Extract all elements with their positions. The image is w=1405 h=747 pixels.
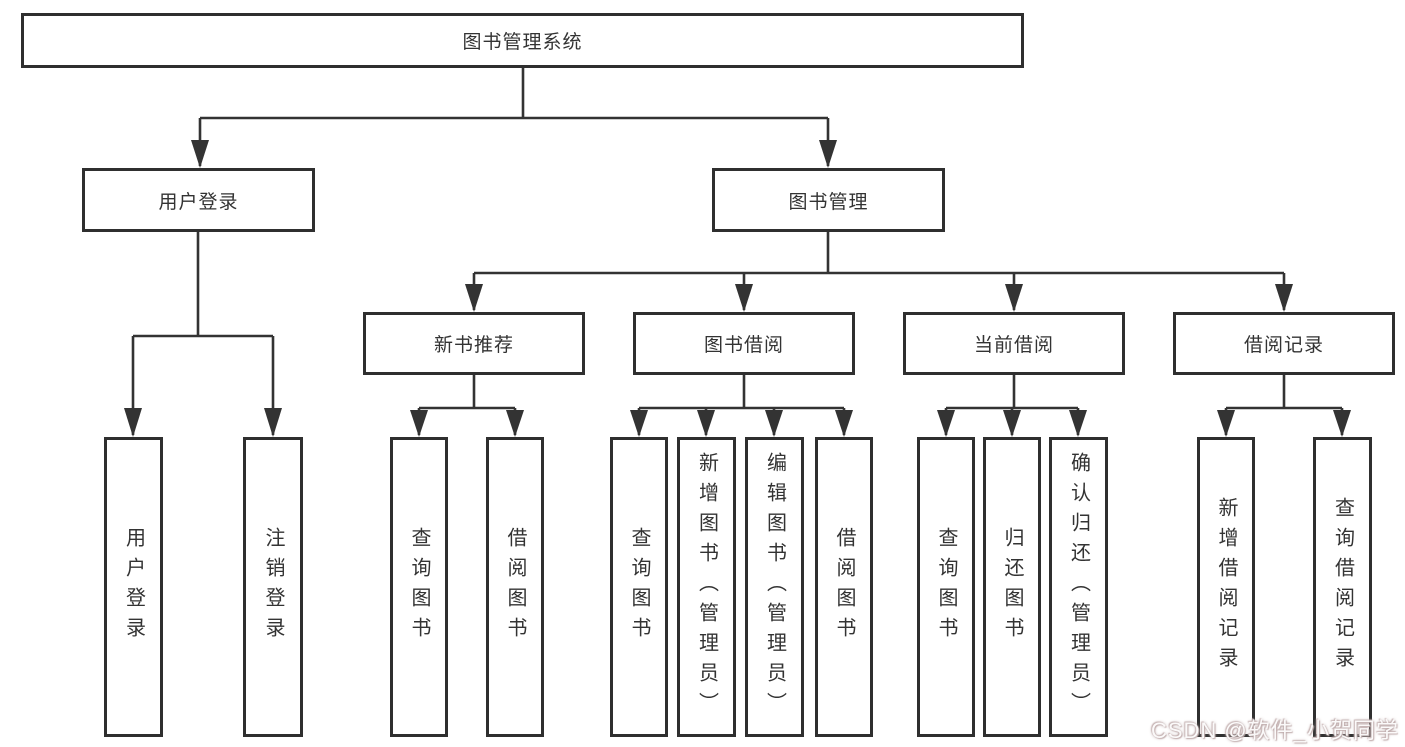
node-rec-query-books: 查询图书 <box>390 437 448 737</box>
node-current-borrow: 当前借阅 <box>903 312 1125 375</box>
node-logout-leaf: 注销登录 <box>243 437 303 737</box>
node-label: 新增图书（管理员） <box>695 452 718 722</box>
node-label: 图书管理 <box>788 191 869 213</box>
node-current-return-books: 归还图书 <box>983 437 1041 737</box>
node-label: 确认归还（管理员） <box>1067 452 1090 722</box>
connector-user-login <box>124 232 282 437</box>
node-borrow-add-book-admin: 新增图书（管理员） <box>677 437 736 737</box>
node-library-system: 图书管理系统 <box>21 13 1024 68</box>
connector-current-borrow <box>937 375 1087 437</box>
node-borrow-query-books: 查询图书 <box>610 437 668 737</box>
node-borrow-records: 借阅记录 <box>1173 312 1395 375</box>
node-user-login-leaf: 用户登录 <box>104 437 163 737</box>
node-records-add-record: 新增借阅记录 <box>1197 437 1255 737</box>
node-label: 新增借阅记录 <box>1215 497 1237 677</box>
node-borrow-edit-book-admin: 编辑图书（管理员） <box>745 437 804 737</box>
node-label: 编辑图书（管理员） <box>763 452 786 722</box>
node-label: 归还图书 <box>1001 527 1023 647</box>
node-rec-borrow-books: 借阅图书 <box>486 437 544 737</box>
node-records-query-record: 查询借阅记录 <box>1313 437 1372 737</box>
node-current-confirm-return-admin: 确认归还（管理员） <box>1049 437 1108 737</box>
node-label: 查询图书 <box>408 527 430 647</box>
connector-book-mgmt <box>465 232 1293 312</box>
node-book-management: 图书管理 <box>712 168 945 232</box>
node-label: 查询借阅记录 <box>1331 497 1354 677</box>
node-label: 借阅图书 <box>504 527 526 647</box>
node-label: 新书推荐 <box>433 335 514 356</box>
node-label: 当前借阅 <box>973 335 1054 356</box>
node-book-borrow: 图书借阅 <box>633 312 855 375</box>
node-label: 查询图书 <box>628 527 650 647</box>
node-new-book-recommend: 新书推荐 <box>363 312 585 375</box>
connector-new-book-rec <box>410 375 524 437</box>
node-label: 图书借阅 <box>703 335 784 356</box>
connector-root <box>191 68 837 168</box>
node-label: 注销登录 <box>262 527 284 647</box>
node-label: 借阅记录 <box>1243 335 1324 356</box>
node-current-query-books: 查询图书 <box>917 437 975 737</box>
node-label: 借阅图书 <box>833 527 855 647</box>
node-label: 图书管理系统 <box>462 32 583 53</box>
node-label: 查询图书 <box>935 527 957 647</box>
node-user-login: 用户登录 <box>82 168 315 232</box>
connector-borrow-records <box>1217 375 1351 437</box>
node-label: 用户登录 <box>122 527 145 647</box>
node-borrow-borrow-books: 借阅图书 <box>815 437 873 737</box>
connector-book-borrow <box>630 375 853 437</box>
node-label: 用户登录 <box>158 191 239 213</box>
